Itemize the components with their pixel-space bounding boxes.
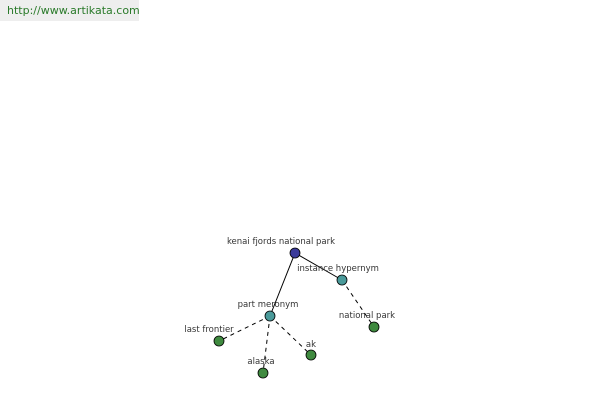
node-root[interactable] xyxy=(289,247,301,259)
label-ak[interactable]: ak xyxy=(306,340,316,350)
edge-part-meronym-ak xyxy=(269,315,312,356)
edge-part-meronym-last-frontier xyxy=(218,315,271,342)
label-national-park[interactable]: national park xyxy=(339,311,395,321)
label-instance-hypernym[interactable]: instance hypernym xyxy=(297,264,379,274)
edge-part-meronym-alaska xyxy=(262,315,271,374)
node-part-meronym[interactable] xyxy=(264,310,276,322)
node-instance-hypernym[interactable] xyxy=(336,274,348,286)
label-alaska[interactable]: alaska xyxy=(247,357,274,367)
site-url-link[interactable]: http://www.artikata.com xyxy=(7,4,140,17)
label-part-meronym[interactable]: part meronym xyxy=(238,300,299,310)
edge-root-part-meronym xyxy=(269,252,296,317)
node-alaska[interactable] xyxy=(257,367,269,379)
label-root[interactable]: kenai fjords national park xyxy=(227,237,335,247)
node-ak[interactable] xyxy=(305,349,317,361)
label-last-frontier[interactable]: last frontier xyxy=(184,325,234,335)
edge-instance-hypernym-national-park xyxy=(341,279,375,328)
node-national-park[interactable] xyxy=(368,321,380,333)
edge-root-instance-hypernym xyxy=(294,252,343,281)
node-last-frontier[interactable] xyxy=(213,335,225,347)
header-bar: http://www.artikata.com xyxy=(0,0,140,21)
